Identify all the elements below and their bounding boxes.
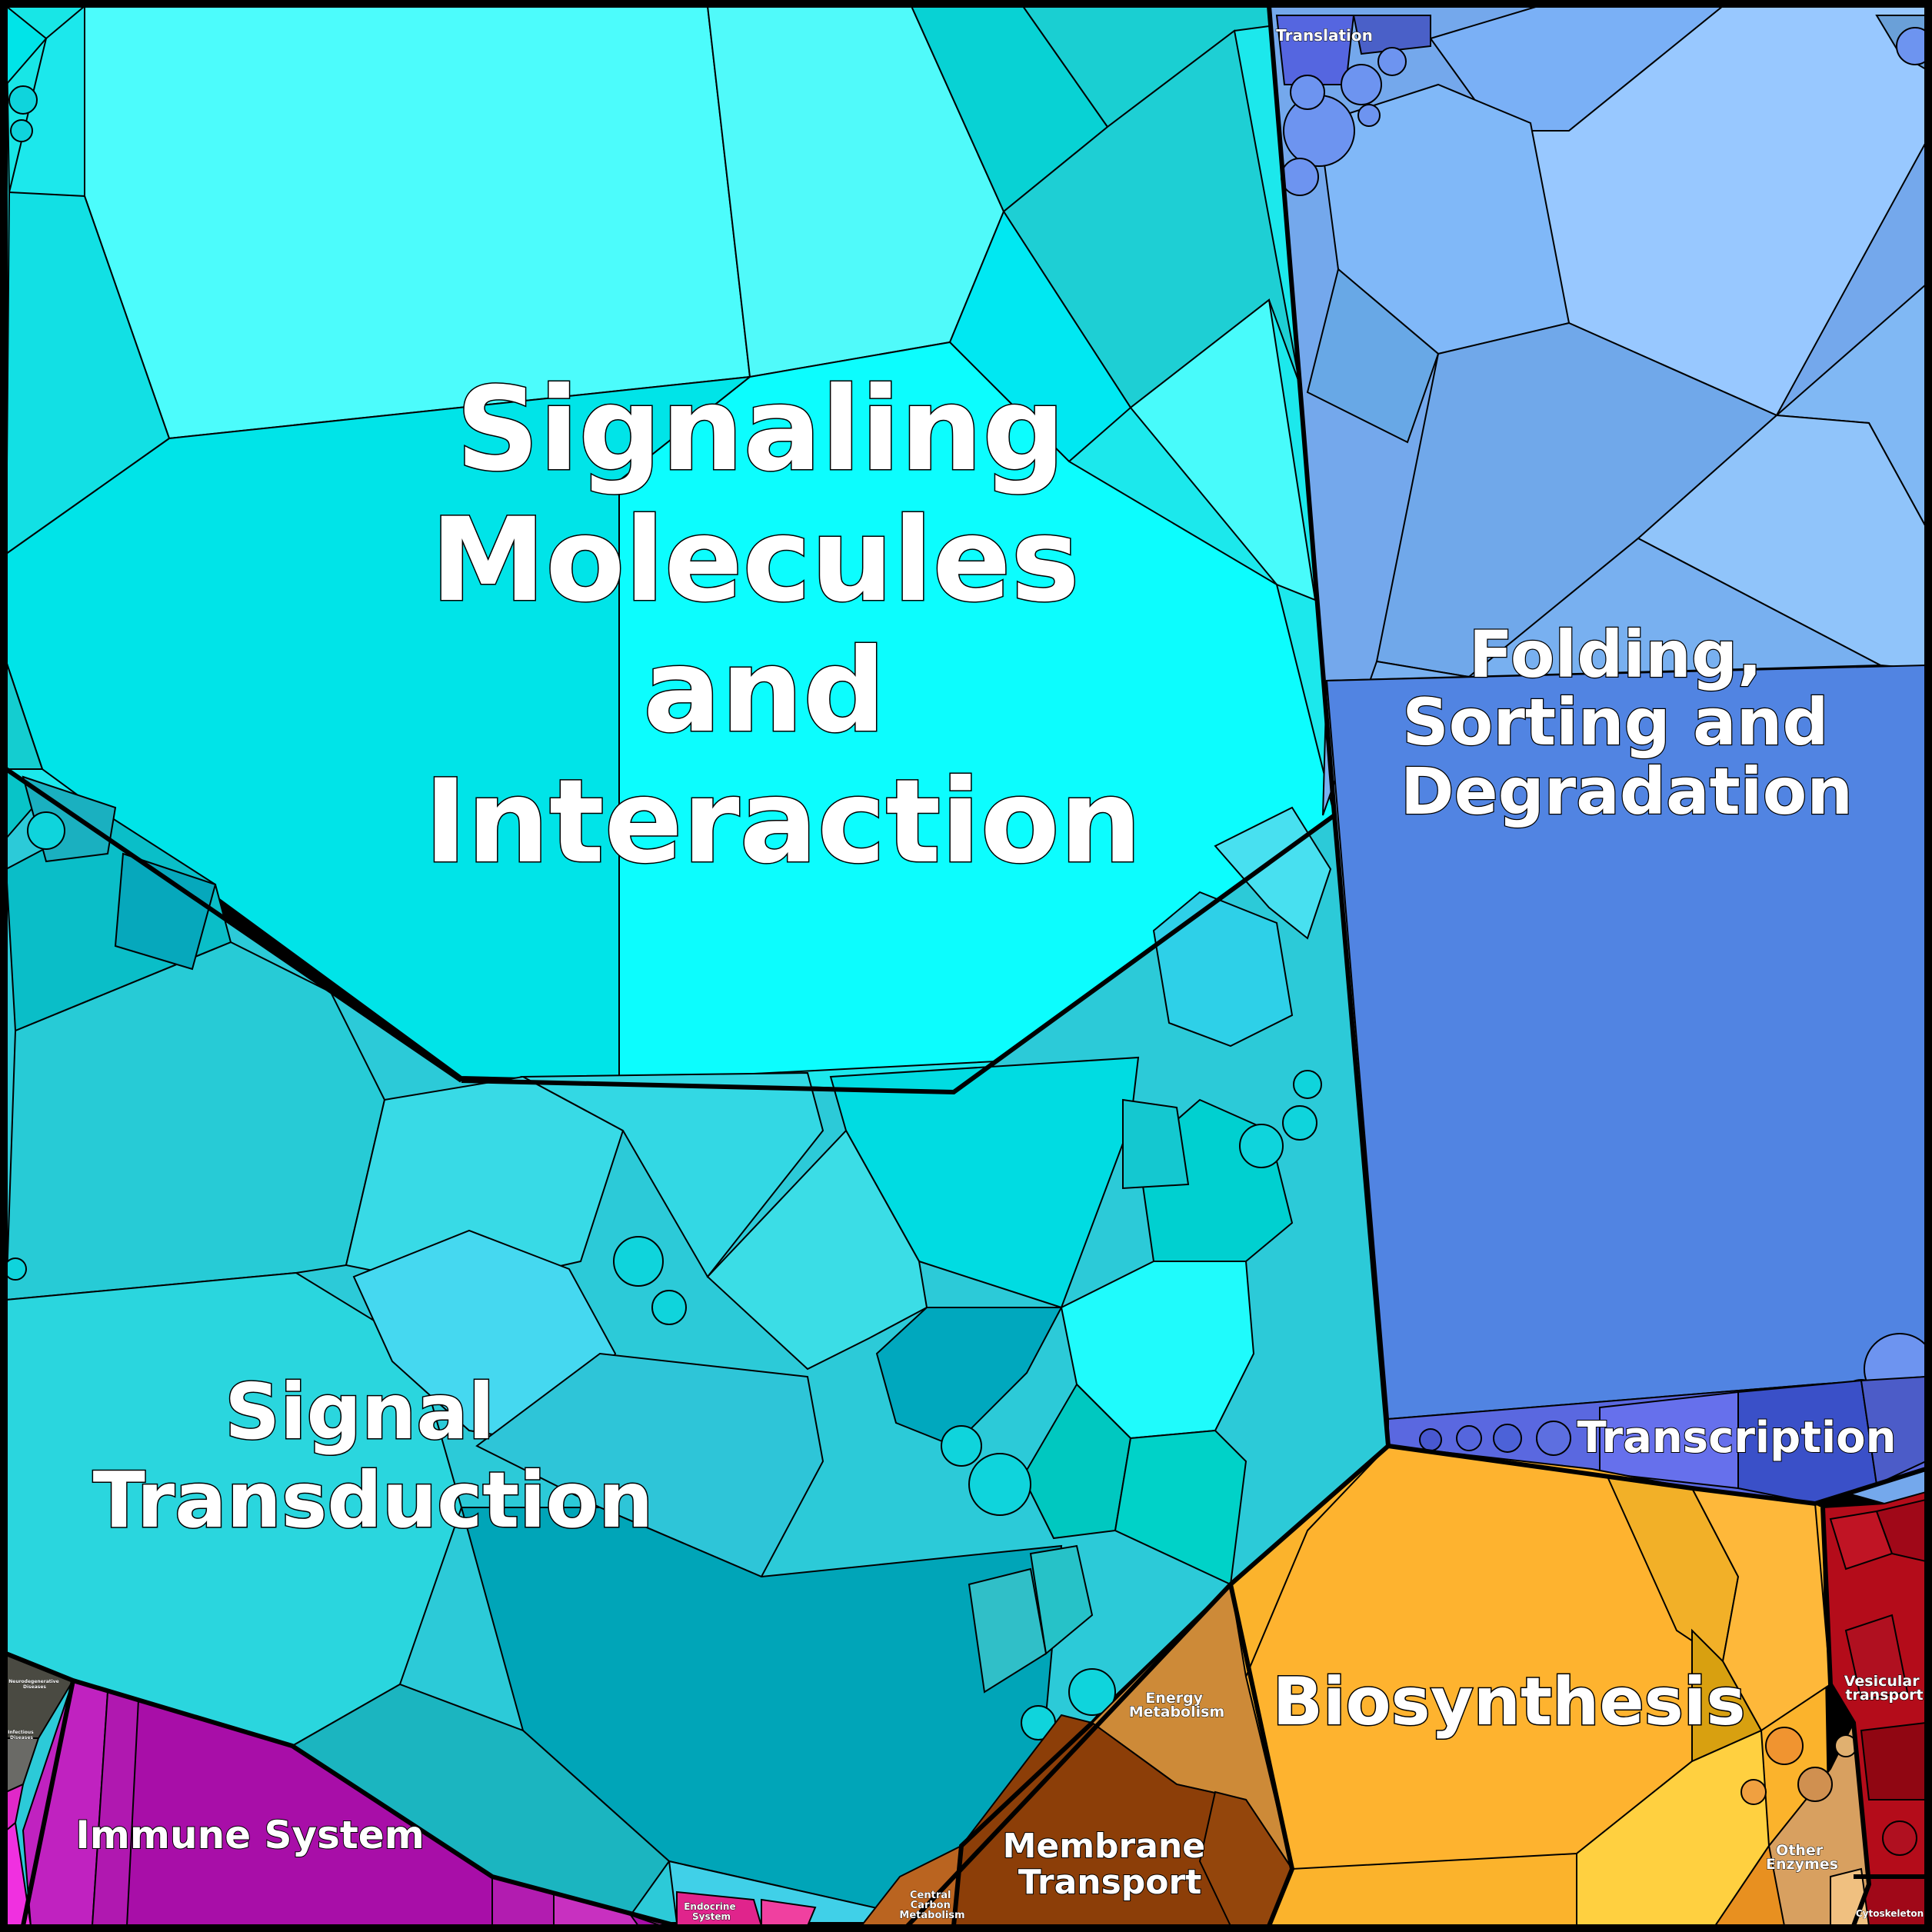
region-endocrine-system (676, 1890, 817, 1926)
region-biosynthesis (1229, 1444, 1832, 1926)
label-vesicular-transport: Vesicular transport (1844, 1673, 1925, 1704)
label-folding-sorting-degradation: Folding, Sorting and Degradation (1401, 617, 1853, 829)
label-cytoskeleton: Cytoskeleton (1856, 1908, 1924, 1919)
region-borders (6, 6, 1926, 1926)
region-membrane-transport (952, 1714, 1294, 1926)
label-translation: Translation (1276, 26, 1373, 45)
region-folding-sorting-degradation (1267, 6, 1926, 1509)
region-vesicular-transport (1821, 1491, 1926, 1886)
region-immune-system (22, 1679, 678, 1926)
label-immune-system: Immune System (75, 1813, 425, 1857)
label-endocrine-system: Endocrine System (684, 1901, 739, 1922)
label-infectious-diseases: Infectious Diseases (8, 1730, 35, 1740)
label-signal-transduction: Signal Transduction (93, 1367, 654, 1545)
label-central-carbon-metabolism: Central Carbon Metabolism (899, 1890, 964, 1921)
region-signal-transduction (6, 768, 1390, 1924)
region-transcription (1387, 1375, 1926, 1505)
label-other-enzymes: Other Enzymes (1766, 1842, 1838, 1873)
label-transcription: Transcription (1577, 1413, 1896, 1463)
label-signaling-molecules: Signaling Molecules and Interaction (424, 363, 1141, 889)
label-neurodegenerative-diseases: Neurodegenerative Diseases (8, 1679, 61, 1690)
label-membrane-transport: Membrane Transport (1003, 1827, 1217, 1902)
label-biosynthesis: Biosynthesis (1272, 1664, 1745, 1740)
label-energy-metabolism: Energy Metabolism (1129, 1690, 1224, 1720)
region-signaling-molecules (6, 6, 1336, 1094)
